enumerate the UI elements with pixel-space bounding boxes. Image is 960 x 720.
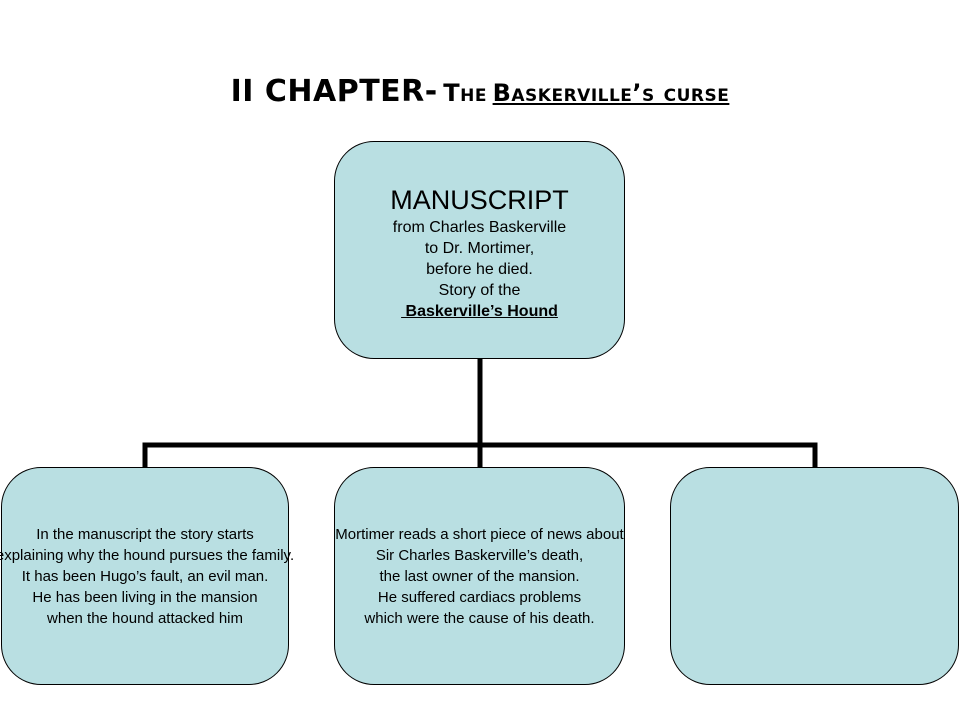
manuscript-node: MANUSCRIPT from Charles Baskerville to D… [334,141,625,359]
root-line: Story of the [438,281,521,299]
node-line: He suffered cardiacs problems [377,588,582,606]
node-line: It has been Hugo’s fault, an evil man. [21,567,269,585]
hound-title: Baskerville’s Hound [401,302,558,320]
node-line: the last owner of the mansion. [379,567,580,585]
root-line: before he died. [426,260,533,278]
node-line: In the manuscript the story starts [36,525,254,543]
node-line: which were the cause of his death. [364,609,595,627]
manuscript-heading: MANUSCRIPT [390,184,569,215]
story-start-node: In the manuscript the story starts expla… [0,467,294,685]
node-line: Mortimer reads a short piece of news abo… [335,525,624,543]
root-line: to Dr. Mortimer, [424,239,535,257]
chapter-label: II CHAPTER- [230,74,438,109]
node-line: when the hound attacked him [47,609,243,627]
node-line: explaining why the hound pursues the fam… [0,546,295,564]
title-prefix: The [443,79,488,107]
root-line: from Charles Baskerville [392,218,567,236]
news-node: Mortimer reads a short piece of news abo… [334,467,625,685]
slide-title: II CHAPTER- The Baskerville’s curse [0,74,960,109]
node-line: He has been living in the mansion [32,588,258,606]
title-name: Baskerville’s curse [492,79,730,107]
empty-node [670,467,959,685]
node-line: Sir Charles Baskerville’s death, [375,546,584,564]
